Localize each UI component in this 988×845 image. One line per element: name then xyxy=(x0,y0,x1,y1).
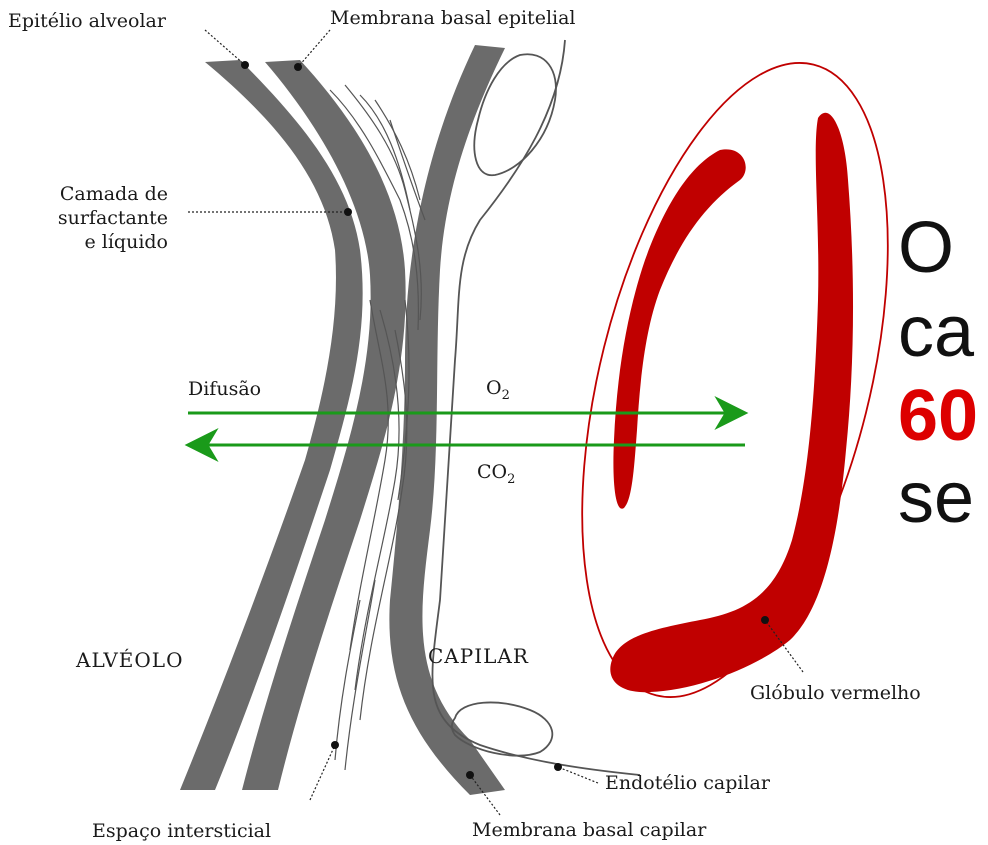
side-text-line-1: O xyxy=(898,212,954,284)
alveolar-epithelium xyxy=(180,60,363,790)
red-blood-cell-fold xyxy=(613,149,745,508)
label-o2-subscript: 2 xyxy=(502,388,510,403)
label-o2: O2 xyxy=(486,377,510,403)
label-alveolo: ALVÉOLO xyxy=(75,648,183,672)
label-camada-de: Camada de xyxy=(60,183,168,205)
side-text-line-4: se xyxy=(898,462,974,534)
label-capilar: CAPILAR xyxy=(428,644,529,668)
label-co2: CO2 xyxy=(477,461,515,487)
red-blood-cell-body xyxy=(610,113,853,692)
label-membrana-basal-epitelial: Membrana basal epitelial xyxy=(330,7,576,29)
label-difusao: Difusão xyxy=(188,378,261,400)
label-o2-main: O xyxy=(486,377,502,399)
label-co2-main: CO xyxy=(477,461,507,483)
label-co2-subscript: 2 xyxy=(507,472,515,487)
side-text-line-2: ca xyxy=(898,296,974,368)
side-text-line-3: 60 xyxy=(898,380,978,452)
label-globulo-vermelho: Glóbulo vermelho xyxy=(750,682,921,704)
label-e-liquido: e líquido xyxy=(84,231,168,253)
label-epitelio-alveolar: Epitélio alveolar xyxy=(8,10,167,32)
label-surfactante: surfactante xyxy=(58,207,168,229)
label-endotelio-capilar: Endotélio capilar xyxy=(605,772,771,794)
label-membrana-basal-capilar: Membrana basal capilar xyxy=(472,819,707,841)
label-espaco-intersticial: Espaço intersticial xyxy=(92,820,271,842)
